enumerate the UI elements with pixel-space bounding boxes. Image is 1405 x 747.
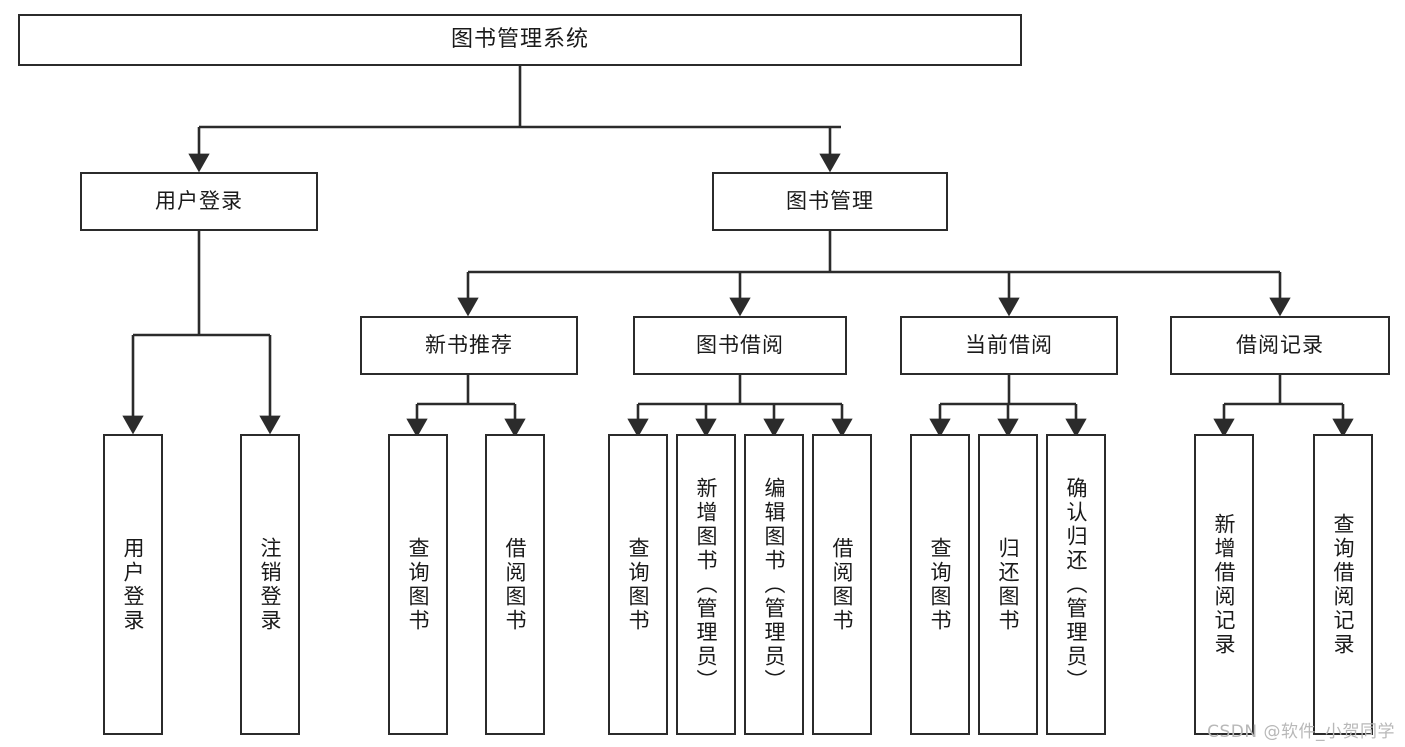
node-book-borrow[interactable]: 图书借阅: [633, 316, 847, 375]
node-label: 用户登录: [155, 189, 243, 214]
leaf-add-borrow-record[interactable]: 新增借阅记录: [1194, 434, 1254, 735]
node-label: 图书管理: [786, 189, 874, 214]
edges-userlogin-to-leaves: [122, 231, 281, 435]
node-label: 查询借阅记录: [1331, 512, 1356, 657]
node-label: 新增借阅记录: [1212, 512, 1237, 657]
node-label: 图书借阅: [696, 333, 784, 358]
node-label: 注销登录: [258, 536, 283, 633]
csdn-watermark: CSDN @软件_小贺同学: [1207, 722, 1395, 742]
node-label: 当前借阅: [965, 333, 1053, 358]
node-label: 归还图书: [996, 536, 1021, 633]
node-label: 查询图书: [626, 536, 651, 633]
node-label: 确认归还（管理员）: [1064, 476, 1089, 693]
edges-root-to-level2: [188, 66, 841, 173]
node-label: 查询图书: [406, 536, 431, 633]
node-current-borrow[interactable]: 当前借阅: [900, 316, 1118, 375]
node-label: 借阅图书: [830, 536, 855, 633]
leaf-confirm-return-admin[interactable]: 确认归还（管理员）: [1046, 434, 1106, 735]
leaf-edit-book-admin[interactable]: 编辑图书（管理员）: [744, 434, 804, 735]
leaf-return-book[interactable]: 归还图书: [978, 434, 1038, 735]
leaf-borrow-book-recommend[interactable]: 借阅图书: [485, 434, 545, 735]
node-label: 借阅图书: [503, 536, 528, 633]
node-label: 图书管理系统: [450, 27, 589, 53]
node-new-book-recommend[interactable]: 新书推荐: [360, 316, 578, 375]
leaf-query-book-recommend[interactable]: 查询图书: [388, 434, 448, 735]
node-label: 新增图书（管理员）: [694, 476, 719, 693]
leaf-add-book-admin[interactable]: 新增图书（管理员）: [676, 434, 736, 735]
leaf-query-borrow-record[interactable]: 查询借阅记录: [1313, 434, 1373, 735]
edges-newbook-to-leaves: [406, 375, 526, 438]
node-label: 借阅记录: [1236, 333, 1324, 358]
node-borrow-record[interactable]: 借阅记录: [1170, 316, 1390, 375]
node-book-manage[interactable]: 图书管理: [712, 172, 948, 231]
node-label: 查询图书: [928, 536, 953, 633]
node-label: 新书推荐: [425, 333, 513, 358]
leaf-borrow-book-borrow[interactable]: 借阅图书: [812, 434, 872, 735]
edges-borrowrecord-to-leaves: [1213, 375, 1354, 438]
leaf-query-book-borrow[interactable]: 查询图书: [608, 434, 668, 735]
leaf-query-book-current[interactable]: 查询图书: [910, 434, 970, 735]
node-root-book-management-system[interactable]: 图书管理系统: [18, 14, 1022, 66]
node-user-login[interactable]: 用户登录: [80, 172, 318, 231]
edges-currentborrow-to-leaves: [929, 375, 1087, 438]
edges-bookborrow-to-leaves: [627, 375, 853, 438]
leaf-user-login[interactable]: 用户登录: [103, 434, 163, 735]
node-label: 用户登录: [121, 536, 146, 633]
node-label: 编辑图书（管理员）: [762, 476, 787, 693]
leaf-logout-login[interactable]: 注销登录: [240, 434, 300, 735]
edges-bookmanage-to-level3: [457, 231, 1291, 317]
